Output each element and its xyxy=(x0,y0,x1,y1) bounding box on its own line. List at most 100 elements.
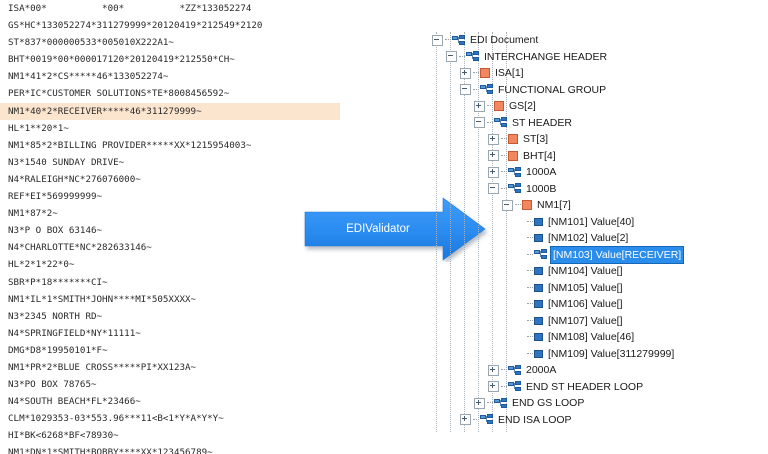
edi-line[interactable]: NM1*85*2*BILLING PROVIDER*****XX*1215954… xyxy=(8,139,252,151)
expand-icon[interactable] xyxy=(474,100,485,112)
edi-line[interactable]: PER*IC*CUSTOMER SOLUTIONS*TE*8008456592~ xyxy=(8,88,230,100)
edi-line[interactable]: N4*SPRINGFIELD*NY*11111~ xyxy=(8,327,141,339)
tree-connector xyxy=(527,237,533,239)
tree-node[interactable]: [NM101] Value[40] xyxy=(430,214,768,231)
expand-icon[interactable] xyxy=(460,67,471,79)
collapse-icon[interactable] xyxy=(502,199,513,211)
expand-icon[interactable] xyxy=(488,364,499,376)
tree-indent xyxy=(430,280,516,297)
tree-node[interactable]: [NM107] Value[] xyxy=(430,313,768,330)
edi-line[interactable]: NM1*IL*1*SMITH*JOHN****MI*505XXXX~ xyxy=(8,293,197,305)
tree-node[interactable]: 2000A xyxy=(430,362,768,379)
edi-line[interactable]: REF*EI*569999999~ xyxy=(8,191,103,203)
tree-indent xyxy=(430,230,516,247)
tree-node[interactable]: END GS LOOP xyxy=(430,395,768,412)
collapse-icon[interactable] xyxy=(446,51,457,63)
collapse-icon[interactable] xyxy=(474,117,485,129)
tree-node-label: EDI Document xyxy=(470,34,539,46)
tree-connector xyxy=(501,154,507,157)
tree-expander-spacer xyxy=(516,250,526,259)
expand-icon[interactable] xyxy=(488,150,499,162)
edi-line[interactable]: GS*HC*133052274*311279999*20120419*21254… xyxy=(8,20,263,32)
edi-line[interactable]: N3*1540 SUNDAY DRIVE~ xyxy=(8,156,125,168)
tree-node[interactable]: 1000A xyxy=(430,164,768,181)
tree-node[interactable]: [NM108] Value[46] xyxy=(430,329,768,346)
tree-node[interactable]: [NM106] Value[] xyxy=(430,296,768,313)
tree-connector xyxy=(473,418,479,421)
edi-line[interactable]: NM1*87*2~ xyxy=(8,208,58,220)
element-icon xyxy=(534,333,543,342)
tree-node[interactable]: [NM109] Value[311279999] xyxy=(430,346,768,363)
tree-node-label: [NM104] Value[] xyxy=(548,265,623,277)
collapse-icon[interactable] xyxy=(488,183,499,195)
tree-connector xyxy=(501,138,507,140)
edi-line[interactable]: N4*RALEIGH*NC*276076000~ xyxy=(8,173,141,185)
tree-node[interactable]: GS[2] xyxy=(430,98,768,115)
edi-line-highlighted[interactable]: NM1*40*2*RECEIVER*****46*311279999~ xyxy=(0,102,340,120)
tree-node[interactable]: BHT[4] xyxy=(430,148,768,165)
tree-node[interactable]: ST HEADER xyxy=(430,115,768,132)
tree-node[interactable]: END ST HEADER LOOP xyxy=(430,379,768,396)
expand-icon[interactable] xyxy=(460,414,471,426)
expand-icon[interactable] xyxy=(488,133,499,145)
tree-node[interactable]: FUNCTIONAL GROUP xyxy=(430,82,768,99)
tree-indent xyxy=(430,379,488,396)
element-icon xyxy=(534,349,543,358)
expand-icon[interactable] xyxy=(488,166,499,178)
edi-line[interactable]: DMG*D8*19950101*F~ xyxy=(8,344,108,356)
edi-line[interactable]: N4*SOUTH BEACH*FL*23466~ xyxy=(8,396,141,408)
tree-node[interactable]: END ISA LOOP xyxy=(430,412,768,429)
tree-connector xyxy=(501,385,507,388)
tree-node[interactable]: NM1[7] xyxy=(430,197,768,214)
collapse-icon[interactable] xyxy=(460,84,471,96)
tree-guide-line xyxy=(492,32,493,432)
edi-line[interactable]: N3*PO BOX 78765~ xyxy=(8,379,97,391)
edi-line[interactable]: N3*P O BOX 63146~ xyxy=(8,225,103,237)
edi-line[interactable]: HI*BK<6268*BF<78930~ xyxy=(8,430,119,442)
collapse-icon[interactable] xyxy=(432,34,443,46)
tree-node-label: 2000A xyxy=(526,364,557,376)
element-icon xyxy=(534,283,543,292)
edi-line[interactable]: HL*1**20*1~ xyxy=(8,122,69,134)
tree-node[interactable]: ISA[1] xyxy=(430,65,768,82)
edi-line[interactable]: ST*837*000000533*005010X222A1~ xyxy=(8,37,174,49)
tree-node[interactable]: [NM104] Value[] xyxy=(430,263,768,280)
tree-node[interactable]: 1000B xyxy=(430,181,768,198)
edi-line[interactable]: SBR*P*18*******CI~ xyxy=(8,276,108,288)
tree-node-label: [NM108] Value[46] xyxy=(548,331,635,343)
expand-icon[interactable] xyxy=(488,381,499,393)
tree-connector xyxy=(527,253,533,256)
tree-expander-spacer xyxy=(516,300,526,309)
tree-node[interactable]: [NM102] Value[2] xyxy=(430,230,768,247)
tree-node-label: ST[3] xyxy=(523,133,549,145)
edi-line[interactable]: HL*2*1*22*0~ xyxy=(8,259,75,271)
tree-connector xyxy=(527,270,533,272)
segment-icon xyxy=(494,101,504,112)
edi-line[interactable]: NM1*DN*1*SMITH*BOBBY****XX*123456789~ xyxy=(8,447,213,454)
tree-indent xyxy=(430,346,516,363)
tree-node[interactable]: EDI Document xyxy=(430,32,768,49)
tree-expander-spacer xyxy=(516,316,526,325)
edi-line[interactable]: ISA*00* *00* *ZZ*133052274 xyxy=(8,3,252,14)
edi-line[interactable]: NM1*PR*2*BLUE CROSS*****PI*XX123A~ xyxy=(8,361,197,373)
tree-node-label: [NM103] Value[RECEIVER] xyxy=(549,245,685,264)
hierarchy-icon xyxy=(480,414,493,425)
segment-icon xyxy=(480,68,490,79)
tree-connector xyxy=(501,187,507,190)
tree-node-selected[interactable]: [NM103] Value[RECEIVER] xyxy=(430,245,768,264)
expand-icon[interactable] xyxy=(474,397,485,409)
tree-node[interactable]: [NM105] Value[] xyxy=(430,280,768,297)
edi-line[interactable]: NM1*41*2*CS*****46*133052274~ xyxy=(8,71,169,83)
tree-connector xyxy=(473,72,479,74)
tree-node[interactable]: INTERCHANGE HEADER xyxy=(430,49,768,66)
tree-indent xyxy=(430,247,516,264)
edi-line[interactable]: CLM*1029353-03*553.96***11<B<1*Y*A*Y*Y~ xyxy=(8,413,224,425)
edi-line[interactable]: N3*2345 NORTH RD~ xyxy=(8,310,103,322)
edi-line[interactable]: BHT*0019*00*000017120*20120419*212550*CH… xyxy=(8,54,235,66)
edi-line[interactable]: N4*CHARLOTTE*NC*282633146~ xyxy=(8,242,152,254)
tree-node-label: FUNCTIONAL GROUP xyxy=(498,83,607,96)
tree-node-label: GS[2] xyxy=(509,100,536,112)
tree-node[interactable]: ST[3] xyxy=(430,131,768,148)
